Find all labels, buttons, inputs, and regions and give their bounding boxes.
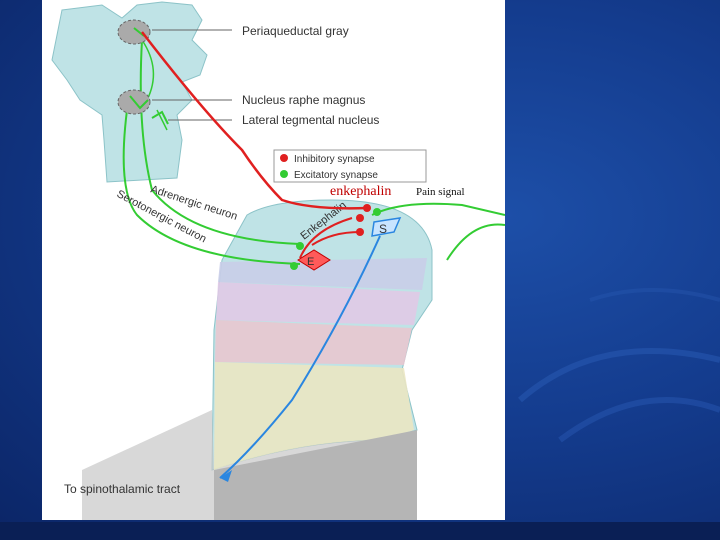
label-nucleus-raphe-magnus: Nucleus raphe magnus — [242, 93, 365, 107]
label-lateral-tegmental-nucleus: Lateral tegmental nucleus — [242, 113, 379, 127]
pag-nucleus — [118, 20, 150, 44]
legend-inhibitory-label: Inhibitory synapse — [294, 154, 375, 165]
e-marker: E — [307, 256, 314, 268]
label-periaqueductal-gray: Periaqueductal gray — [242, 24, 349, 38]
pain-modulation-figure: Periaqueductal gray Nucleus raphe magnus… — [42, 0, 505, 520]
annotation-enkephalin: enkephalin — [330, 184, 391, 200]
figure-drawing: Periaqueductal gray Nucleus raphe magnus… — [42, 0, 505, 520]
legend-inhibitory-dot — [280, 154, 288, 162]
annotation-pain-signal: Pain signal — [416, 186, 465, 198]
label-to-spinothalamic-tract: To spinothalamic tract — [64, 482, 181, 496]
legend-excitatory-label: Excitatory synapse — [294, 170, 378, 181]
s-marker: S — [379, 222, 387, 236]
legend-excitatory-dot — [280, 170, 288, 178]
